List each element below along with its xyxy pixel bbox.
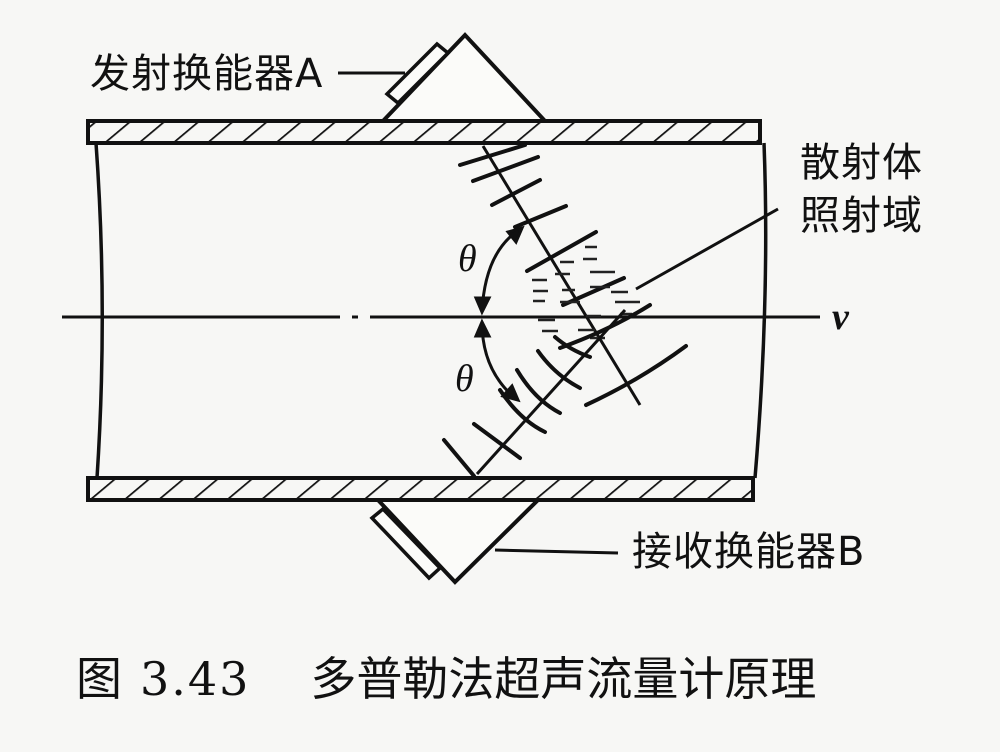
receiver-label: 接收换能器B [632,529,866,575]
transmitter-label-text: 发射换能器A [90,51,324,97]
scatter-region [532,245,640,340]
angle-arc-top [473,225,525,316]
receiver-b [369,498,619,585]
caption-prefix: 图 [76,652,122,706]
transmit-beam-axis [481,145,642,406]
scatter-label-line2: 照射域 [800,193,923,239]
angle-theta-top: θ [458,238,477,280]
pipe-end-right [753,142,768,479]
transmitter-a [338,32,550,123]
angle-theta-bottom: θ [455,358,474,400]
transmit-wavefronts [458,143,626,307]
scatter-label-line1: 散射体 [800,140,923,186]
receive-wavefronts [442,303,688,478]
caption-number: 3.43 [140,652,251,706]
angle-arc-bottom [473,318,521,403]
scatter-leader-line [635,207,779,291]
pipe-wall-bottom [86,476,755,502]
velocity-label: v [832,296,849,338]
transmitter-label: 发射换能器A [90,54,323,94]
pipe-wall-top [86,119,762,145]
caption-title: 多普勒法超声流量计原理 [310,652,817,706]
pipe-end-left [94,142,105,479]
